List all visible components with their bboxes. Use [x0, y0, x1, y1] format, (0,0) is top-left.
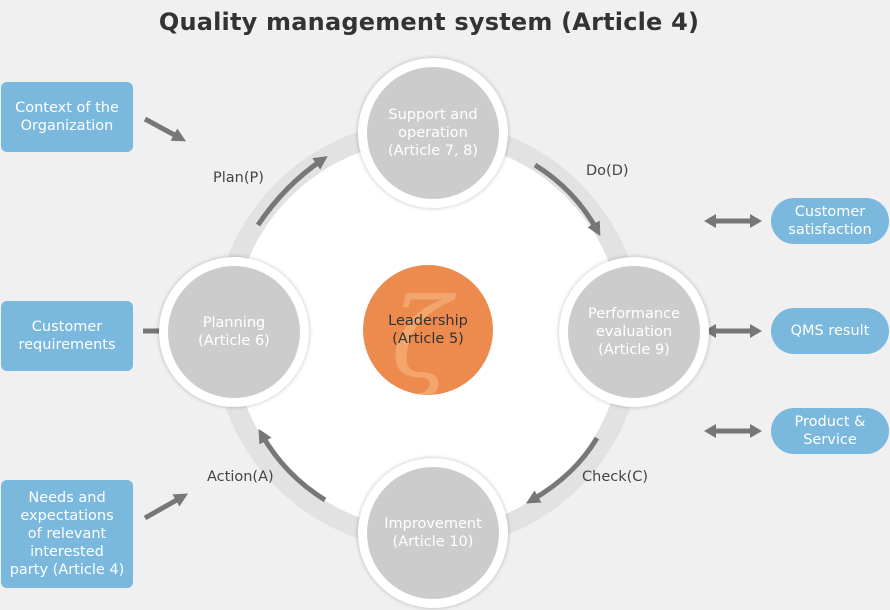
do-label: Do(D)	[586, 163, 629, 179]
check-arrow	[525, 436, 600, 504]
do-arrow	[533, 162, 601, 237]
context-box: Context of the Organization	[1, 82, 133, 152]
performance-evaluation-node: Performance evaluation (Article 9)	[559, 257, 709, 407]
double-arrow-qms	[704, 324, 762, 338]
context-arrow	[143, 116, 187, 142]
leadership-watermark-icon: ζ	[391, 274, 451, 395]
plan-label: Plan(P)	[213, 170, 264, 186]
planning-node: Planning (Article 6)	[159, 257, 309, 407]
leadership-label: Leadership	[388, 313, 468, 329]
diagram-title: Quality management system (Article 4)	[158, 8, 700, 36]
needs-expectations-box: Needs and expectations of relevant inter…	[1, 480, 133, 588]
check-label: Check(C)	[582, 469, 649, 485]
double-arrow-product	[704, 424, 762, 438]
customer-requirements-box: Customer requirements	[1, 301, 133, 371]
improvement-node: Improvement (Article 10)	[358, 458, 508, 608]
qms-result-pill: QMS result	[771, 308, 889, 354]
product-service-pill: Product & Service	[771, 408, 889, 454]
plan-arrow	[255, 156, 328, 227]
support-operation-node: Support and operation (Article 7, 8)	[358, 58, 508, 208]
double-arrow-satisfaction	[704, 214, 762, 228]
customer-satisfaction-pill: Customer satisfaction	[771, 198, 889, 244]
action-arrow	[258, 428, 327, 503]
action-label: Action(A)	[207, 469, 274, 485]
leadership-node: ζ Leadership (Article 5)	[363, 265, 493, 395]
needs-arrow	[143, 493, 189, 521]
leadership-article: (Article 5)	[392, 331, 464, 347]
